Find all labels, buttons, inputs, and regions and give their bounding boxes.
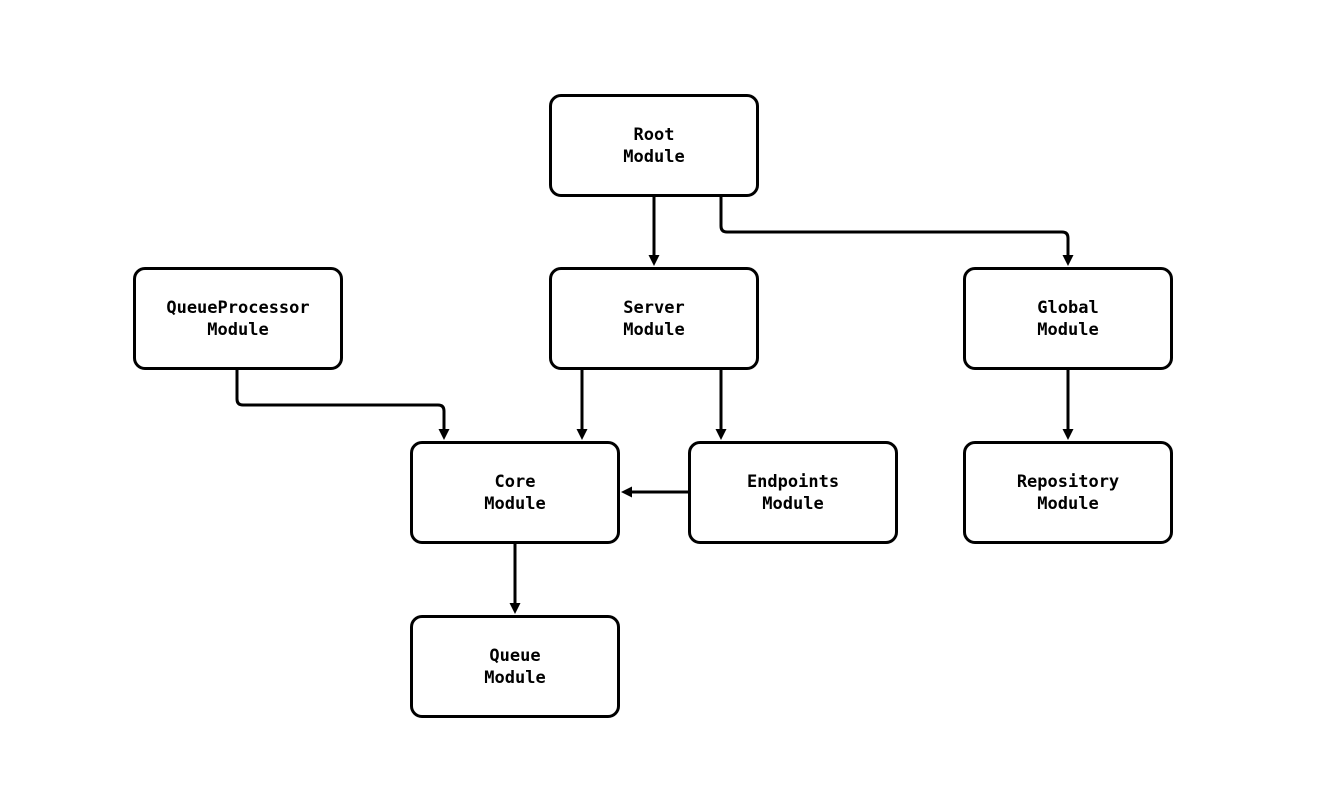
node-repository-subtitle: Module bbox=[1037, 493, 1099, 514]
node-queueprocessor-title: QueueProcessor bbox=[166, 297, 310, 318]
node-queue-subtitle: Module bbox=[484, 667, 546, 688]
node-global-subtitle: Module bbox=[1037, 319, 1099, 340]
node-server-title: Server bbox=[623, 297, 685, 318]
node-server-subtitle: Module bbox=[623, 319, 685, 340]
node-endpoints-subtitle: Module bbox=[762, 493, 824, 514]
node-queueprocessor-subtitle: Module bbox=[207, 319, 269, 340]
node-global-title: Global bbox=[1037, 297, 1099, 318]
edge-queueprocessor-to-core bbox=[235, 370, 450, 440]
node-queue-title: Queue bbox=[489, 645, 541, 666]
node-root-title: Root bbox=[633, 124, 675, 145]
node-repository-title: Repository bbox=[1016, 471, 1120, 492]
node-endpoints-title: Endpoints bbox=[746, 471, 840, 492]
node-root-subtitle: Module bbox=[623, 146, 685, 167]
node-core-title: Core bbox=[494, 471, 536, 492]
edge-root-to-global bbox=[719, 197, 1074, 266]
node-core-subtitle: Module bbox=[484, 493, 546, 514]
